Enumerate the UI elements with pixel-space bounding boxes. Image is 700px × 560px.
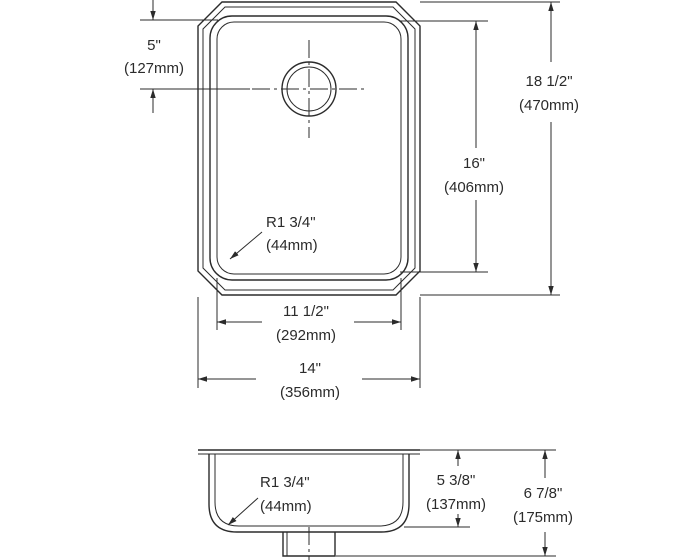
outer-rim-inner-edge [202, 6, 416, 291]
corner-radius-side-metric: (44mm) [260, 498, 312, 515]
side-view: R1 3/4" (44mm) 5 3/8" (137mm) 6 7/8" (17… [198, 449, 573, 560]
outer-rim-outline [197, 1, 421, 296]
overall-width-imperial: 14" [299, 360, 321, 377]
bowl-depth-metric: (137mm) [426, 496, 486, 513]
drain-offset-imperial: 5" [147, 37, 161, 54]
overall-width-dimension: 14" (356mm) [197, 297, 421, 401]
top-view: 5" (127mm) 18 1/2" (470mm) 16" (406mm) R… [124, 0, 579, 401]
bowl-width-metric: (292mm) [276, 327, 336, 344]
overall-length-metric: (470mm) [519, 97, 579, 114]
corner-radius-side-imperial: R1 3/4" [260, 474, 310, 491]
corner-radius-side-callout: R1 3/4" (44mm) [227, 474, 312, 526]
bowl-outline [209, 15, 409, 281]
corner-radius-top-metric: (44mm) [266, 237, 318, 254]
bowl-width-dimension: 11 1/2" (292mm) [216, 278, 402, 344]
drain-offset-dimension: 5" (127mm) [124, 0, 250, 113]
bowl-depth-dimension: 5 3/8" (137mm) [404, 450, 486, 528]
bowl-length-metric: (406mm) [444, 179, 504, 196]
overall-depth-imperial: 6 7/8" [524, 485, 563, 502]
overall-length-dimension: 18 1/2" (470mm) [420, 1, 579, 296]
overall-depth-dimension: 6 7/8" (175mm) [336, 449, 573, 557]
overall-length-imperial: 18 1/2" [525, 73, 572, 90]
corner-radius-top-callout: R1 3/4" (44mm) [229, 214, 318, 260]
bowl-depth-imperial: 5 3/8" [437, 472, 476, 489]
corner-radius-top-imperial: R1 3/4" [266, 214, 316, 231]
bowl-profile-outer [208, 454, 410, 533]
bowl-length-imperial: 16" [463, 155, 485, 172]
overall-depth-metric: (175mm) [513, 509, 573, 526]
drain-offset-metric: (127mm) [124, 60, 184, 77]
bowl-inner-edge [216, 21, 402, 275]
bowl-width-imperial: 11 1/2" [283, 303, 329, 320]
overall-width-metric: (356mm) [280, 384, 340, 401]
bowl-length-dimension: 16" (406mm) [400, 20, 504, 273]
bowl-profile-inner [214, 454, 404, 527]
